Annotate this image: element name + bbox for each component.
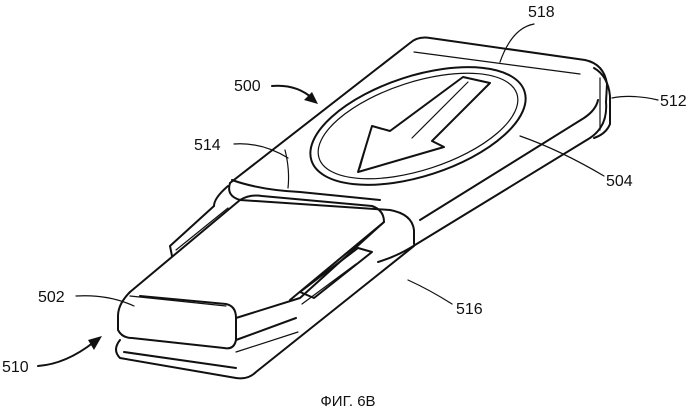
figure-caption: ФИГ. 6B: [320, 393, 375, 410]
usb-plug: [116, 196, 414, 379]
label-512: 512: [660, 93, 687, 110]
leader-lines: [38, 24, 658, 366]
arrow-recess: [296, 44, 540, 208]
leader-500: [272, 86, 312, 98]
leader-514: [234, 144, 288, 158]
label-504: 504: [606, 173, 633, 190]
arrowhead-510-icon: [88, 336, 102, 350]
label-510: 510: [2, 359, 29, 376]
leader-512: [612, 96, 658, 100]
leader-518: [500, 24, 534, 62]
label-514: 514: [194, 137, 221, 154]
label-502: 502: [38, 289, 65, 306]
label-500: 500: [234, 78, 261, 95]
label-518: 518: [528, 4, 555, 21]
leader-510: [38, 342, 94, 366]
device-housing: [214, 38, 610, 262]
leader-516: [408, 280, 452, 304]
label-516: 516: [456, 301, 483, 318]
